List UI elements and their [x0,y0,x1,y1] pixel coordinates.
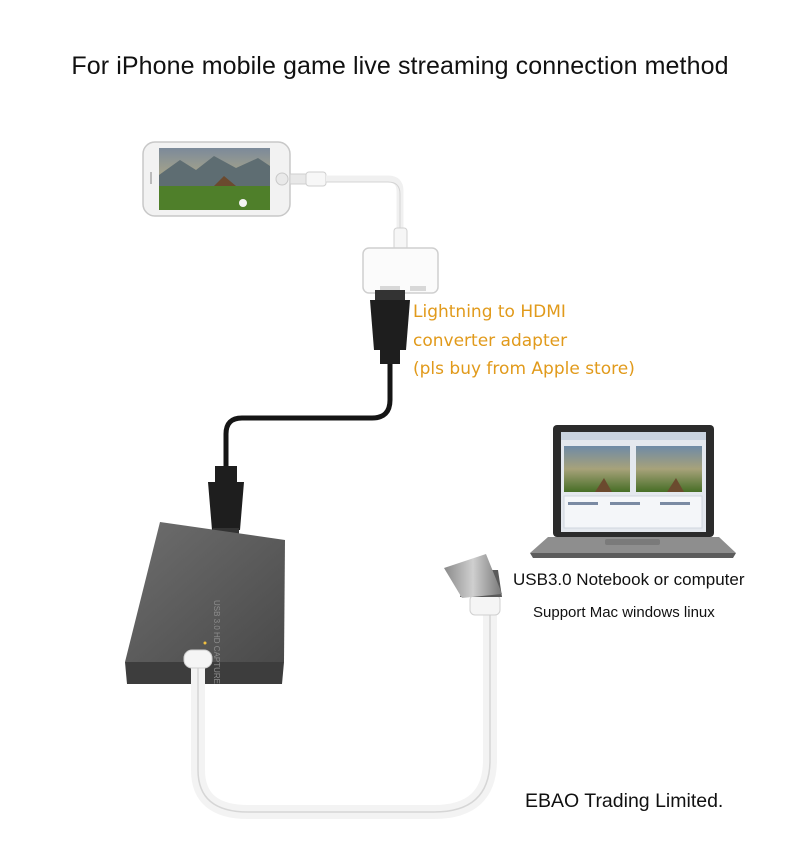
hdmi-cable-icon [208,290,410,536]
adapter-label-line: (pls buy from Apple store) [413,359,635,379]
company-name: EBAO Trading Limited. [525,790,724,812]
svg-text:USB 3.0 HD CAPTURE: USB 3.0 HD CAPTURE [212,600,221,684]
computer-label: USB3.0 Notebook or computer [513,570,745,589]
usb-cable-icon [183,554,502,819]
lightning-cable [289,171,408,251]
laptop-icon [530,425,736,558]
computer-sublabel: Support Mac windows linux [533,604,715,621]
adapter-label: Lightning to HDMI converter adapter (pls… [413,298,635,384]
lightning-hdmi-adapter-icon [362,247,439,294]
iphone-icon [142,141,291,217]
adapter-label-line: Lightning to HDMI [413,302,566,322]
adapter-label-line: converter adapter [413,330,568,351]
page-title: For iPhone mobile game live streaming co… [71,52,729,80]
